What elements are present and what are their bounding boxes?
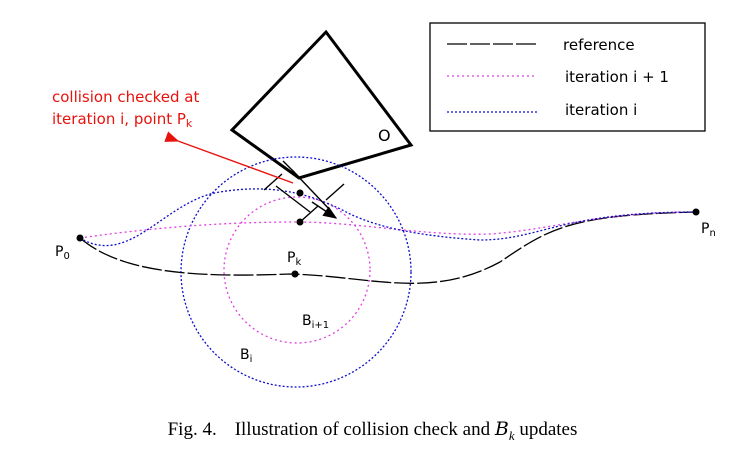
tick-1 — [282, 160, 302, 180]
tick-3 — [299, 205, 319, 223]
tick-2 — [263, 173, 283, 191]
caption-text: Illustration of collision check and — [234, 419, 491, 440]
path-iteration-i-plus-1 — [79, 211, 697, 239]
caption-symbol: B — [494, 418, 509, 440]
point-pn — [692, 208, 700, 216]
obstacle — [229, 29, 414, 180]
caption-symbol-sub: k — [508, 427, 515, 443]
annotation-line-2: iteration i, point Pk — [52, 110, 193, 130]
caption-fig-number: Fig. 4. — [167, 419, 217, 440]
label-bi-plus-1: Bi+1 — [302, 313, 329, 331]
point-iteration-i — [296, 189, 304, 197]
collision-markers — [263, 160, 345, 223]
legend-label-iteration-i-plus-1: iteration i + 1 — [565, 68, 669, 86]
diagram: reference iteration i + 1 iteration i O … — [52, 22, 716, 388]
point-iteration-i-plus-1 — [296, 218, 304, 226]
legend: reference iteration i + 1 iteration i — [429, 22, 706, 132]
obstacle-label: O — [378, 126, 391, 145]
point-pk — [291, 270, 299, 278]
path-reference — [79, 211, 697, 284]
path-iteration-i — [79, 188, 697, 246]
figure-caption: Fig. 4. Illustration of collision check a… — [0, 418, 745, 444]
label-p0: P0 — [55, 244, 70, 262]
ball-bi-plus-1 — [223, 196, 371, 344]
point-p0 — [76, 234, 84, 242]
label-pn: Pn — [701, 221, 716, 239]
legend-label-iteration-i: iteration i — [565, 101, 637, 119]
annotation-arrow — [164, 131, 294, 184]
label-pk: Pk — [287, 250, 301, 268]
direction-arrow — [311, 201, 338, 219]
caption-suffix: updates — [519, 419, 578, 440]
annotation-line-1: collision checked at — [52, 88, 199, 106]
link-line — [275, 185, 311, 213]
label-bi: Bi — [240, 347, 252, 365]
tick-4 — [325, 183, 345, 201]
legend-label-reference: reference — [563, 36, 635, 54]
legend-box — [429, 22, 706, 132]
